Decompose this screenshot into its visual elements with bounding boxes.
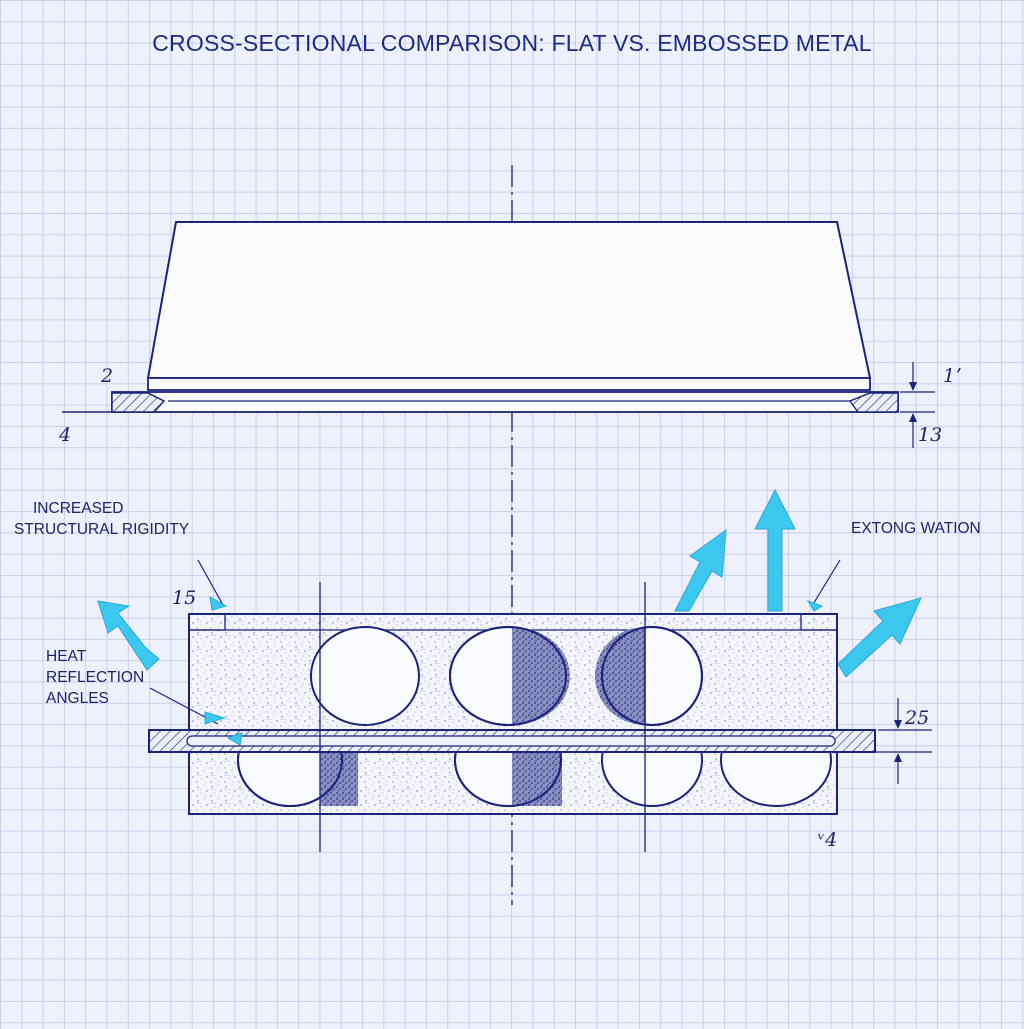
flat-left-flange xyxy=(111,392,166,413)
dome-1 xyxy=(310,626,420,726)
heat-reflection-label: HEAT REFLECTION ANGLES xyxy=(46,646,166,709)
dim-flat-left-base: 4 xyxy=(59,424,72,446)
arrow-up-right-2-icon xyxy=(837,597,922,678)
flat-plate-body xyxy=(146,221,872,379)
heat-label-line1: HEAT xyxy=(46,648,87,665)
heat-label-line3: ANGLES xyxy=(46,690,109,707)
dim-emb-right-mid: 25 xyxy=(905,707,930,729)
dim-emb-bottom-right: ᵛ4 xyxy=(818,829,838,851)
flat-metal-section xyxy=(62,221,935,448)
flat-plate-base xyxy=(111,391,899,413)
arrow-small-right-icon xyxy=(204,711,226,725)
arrow-up-right-1-icon xyxy=(674,528,727,612)
flat-plate-layer xyxy=(147,377,871,391)
dim-flat-right-bottom: 13 xyxy=(918,424,943,446)
dim-flat-left-top: 2 xyxy=(101,365,114,387)
arrow-small-top-right-icon xyxy=(806,600,824,612)
rigidity-label: INCREASED STRUCTURAL RIGIDITY xyxy=(14,498,214,540)
arrow-up-icon xyxy=(754,488,796,612)
embossed-metal-section xyxy=(148,582,932,852)
arrow-upleft-icon xyxy=(97,600,160,671)
lower-dome-4 xyxy=(720,752,832,807)
arrow-small-left-icon xyxy=(226,732,243,746)
dim-flat-right-top: 1ʼ xyxy=(943,365,962,387)
flat-right-flange xyxy=(848,392,899,413)
diagram-title: CROSS-SECTIONAL COMPARISON: FLAT VS. EMB… xyxy=(152,30,872,56)
lower-dome-3 xyxy=(601,752,703,807)
rigidity-label-line2: STRUCTURAL RIGIDITY xyxy=(14,521,190,538)
dim-emb-top-left: 15 xyxy=(172,587,197,609)
right-annotation-label: EXTONG WATION xyxy=(851,520,981,537)
heat-label-line2: REFLECTION xyxy=(46,669,145,686)
arrow-small-top-left-icon xyxy=(209,596,228,611)
heat-arrows xyxy=(97,488,922,746)
rigidity-label-line1: INCREASED xyxy=(33,500,124,517)
